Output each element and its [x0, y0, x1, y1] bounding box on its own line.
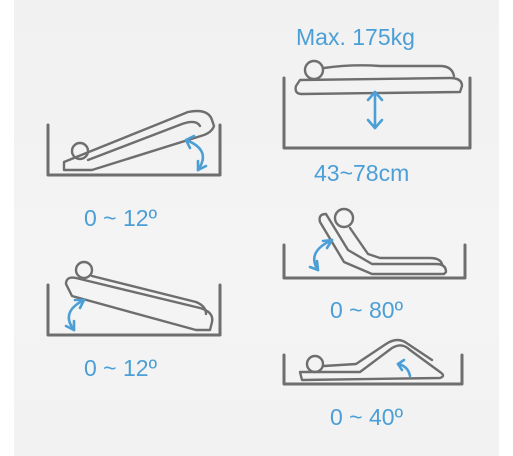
max-load-label: Max. 175kg — [296, 24, 415, 50]
back-rest-illustration — [282, 207, 467, 280]
arrow-head-icon — [73, 298, 86, 310]
arrow-head-icon — [64, 319, 76, 332]
curved-arrow-icon — [67, 298, 86, 332]
arrow-head-icon — [396, 358, 406, 372]
patient-head — [303, 59, 325, 81]
arrow-head-icon — [196, 159, 208, 172]
height-adjust-illustration — [282, 59, 472, 150]
back-rest-label: 0 ~ 80º — [330, 297, 404, 323]
arrow-head-icon — [184, 134, 196, 150]
bed-frame — [46, 283, 222, 337]
tilt-head-up-illustration — [46, 260, 222, 337]
leg-rest-label: 0 ~ 40º — [330, 404, 404, 430]
tilt-head-down-illustration — [46, 109, 222, 177]
arrow-head-icon — [366, 118, 384, 130]
patient-body — [322, 64, 456, 78]
diagram-panel — [14, 0, 499, 456]
mattress — [294, 76, 464, 96]
arrow-head-icon — [321, 238, 334, 250]
patient-body — [86, 120, 202, 162]
patient-head — [70, 141, 90, 161]
patient-body — [322, 338, 434, 368]
mattress-tilted — [62, 109, 216, 172]
patient-head — [333, 207, 355, 229]
mattress-tilted — [64, 276, 214, 332]
mattress-back-raised — [318, 212, 448, 276]
bed-frame — [282, 353, 464, 386]
leg-rest-illustration — [282, 338, 464, 386]
curved-arrow-icon — [184, 138, 205, 172]
arrow-head-icon — [308, 259, 320, 272]
patient-body — [348, 226, 444, 266]
patient-body — [90, 274, 208, 316]
tilt-head-down-label: 0 ~ 12º — [84, 205, 158, 231]
bed-frame — [282, 76, 472, 150]
height-range-label: 43~78cm — [314, 160, 409, 186]
bed-frame — [282, 243, 467, 280]
patient-head — [74, 260, 94, 280]
patient-head — [305, 354, 325, 374]
arrow-head-icon — [366, 90, 384, 102]
bed-frame — [46, 123, 222, 177]
mattress-legs-raised — [298, 344, 445, 382]
tilt-head-up-label: 0 ~ 12º — [84, 355, 158, 381]
